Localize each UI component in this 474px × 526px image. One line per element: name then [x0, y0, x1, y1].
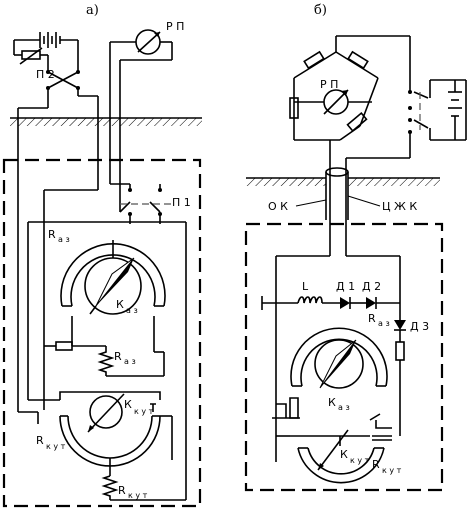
label-d1: Д 1: [336, 280, 355, 293]
label-k-kut-b: К: [340, 448, 348, 461]
label-k-kut: К: [124, 398, 132, 411]
label-r-az: R: [48, 228, 56, 241]
label-r-kut-sub: к у т: [46, 442, 66, 451]
label-r-az2-sub: а з: [124, 357, 136, 366]
label-r-kut-b-sub: к у т: [382, 466, 402, 475]
battery-a: [13, 32, 79, 55]
label-r-kut-b: R: [372, 458, 380, 471]
label-r-kut: R: [36, 434, 44, 447]
label-czhk: Ц Ж К: [382, 200, 417, 213]
label-l: L: [302, 280, 309, 293]
meter-rp-a: Р П: [109, 20, 184, 190]
ground-a: [10, 117, 202, 126]
tilt-sensor-a: К к у т: [59, 391, 161, 467]
panel-b-title: б): [314, 3, 327, 18]
enclosure-a: [2, 158, 202, 508]
tilt-sensor-b: К к у т R к у т: [290, 429, 402, 484]
label-r-kut2: R: [118, 484, 126, 497]
bridge-b: Р П: [289, 50, 379, 141]
contacts-b: [272, 397, 392, 441]
label-k-az-sub: а з: [126, 306, 138, 315]
label-r-az-sub: а з: [58, 235, 70, 244]
label-d2: Д 2: [362, 280, 381, 293]
label-k-az: К: [116, 298, 124, 311]
label-k-kut-b-sub: к у т: [350, 456, 370, 465]
panel-a-title: а): [86, 3, 99, 18]
ground-b: [246, 177, 440, 186]
azimuth-sensor-b: К а з: [290, 327, 388, 412]
label-k-az-b-sub: а з: [338, 403, 350, 412]
label-k-kut-sub: к у т: [134, 407, 154, 416]
rheostat-a: [14, 47, 49, 65]
label-r-az-b: R: [368, 312, 376, 325]
switch-p2: П 2: [36, 55, 80, 90]
label-p2: П 2: [36, 68, 55, 81]
label-rp-a: Р П: [166, 20, 184, 33]
azimuth-sensor-a: К а з: [60, 240, 166, 315]
panel-b: б) Р П: [244, 3, 467, 492]
panel-a: а): [2, 3, 202, 508]
label-k-az-b: К: [328, 396, 336, 409]
label-ok: О К: [268, 200, 288, 213]
resistor-r-kut-a: R к у т: [101, 475, 187, 501]
label-p1: П 1: [172, 196, 191, 209]
enclosure-b: [244, 222, 444, 492]
label-rp-b: Р П: [320, 78, 338, 91]
label-r-az2: R: [114, 350, 122, 363]
switch-battery-b: [346, 79, 467, 159]
cable-pipe-b: [325, 140, 349, 256]
label-r-kut2-sub: к у т: [128, 491, 148, 500]
switch-p1: П 1: [110, 183, 191, 224]
resistor-r-az-a: R а з: [44, 341, 165, 377]
d3-branch-b: Д 3: [394, 306, 429, 436]
component-chain-b: L Д 1 Д 2: [261, 280, 400, 310]
label-r-az-b-sub: а з: [378, 319, 390, 328]
label-d3: Д 3: [410, 320, 429, 333]
